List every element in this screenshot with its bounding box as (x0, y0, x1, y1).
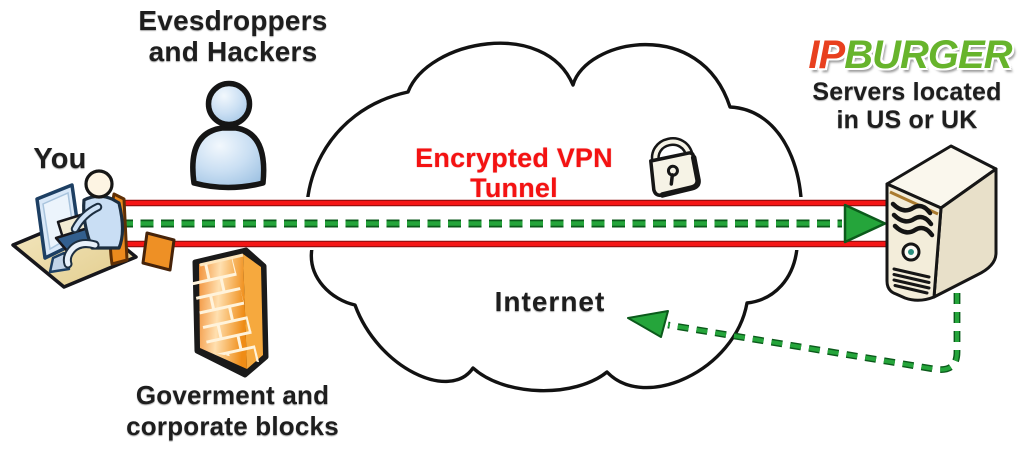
ipburger-logo: IPBURGER (800, 33, 1020, 77)
padlock-icon (649, 137, 701, 198)
government-blocks-label: Goverment and corporate blocks (126, 380, 339, 441)
logo-ip-text: IP (808, 33, 845, 77)
hacker-person-icon (190, 80, 267, 191)
logo-burger-text: BURGER (844, 33, 1012, 77)
vpn-tunnel-arrow (120, 203, 887, 244)
you-label: You (33, 143, 87, 175)
internet-label: Internet (494, 286, 606, 317)
encrypted-tunnel-label: Encrypted VPN Tunnel (415, 143, 613, 204)
internet-return-arrow (627, 293, 961, 374)
person-at-computer-icon (11, 169, 176, 289)
server-tower-icon (885, 144, 998, 302)
firewall-brick-icon (187, 247, 269, 378)
eavesdroppers-label: Evesdroppers and Hackers (138, 5, 328, 67)
servers-location-label: Servers located in US or UK (812, 78, 1002, 134)
